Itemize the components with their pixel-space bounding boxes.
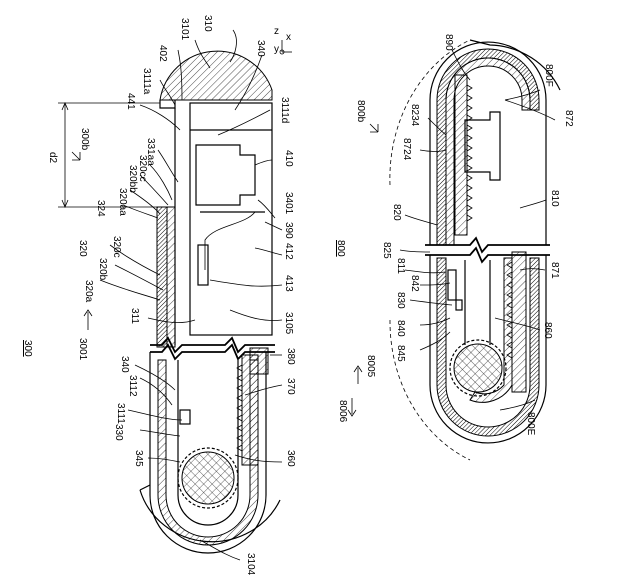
label-320bb: 320bb — [127, 165, 138, 193]
cover-310 — [159, 50, 273, 101]
label-300: 300 — [22, 340, 33, 357]
label-820: 820 — [391, 204, 402, 221]
label-3401: 3401 — [283, 192, 294, 215]
label-800E: 800E — [525, 412, 536, 436]
label-331aa: 331aa — [145, 138, 156, 166]
housing-810 — [429, 41, 547, 245]
label-320b: 320b — [97, 258, 108, 281]
leaders-300 — [99, 29, 283, 561]
break-line-800 — [425, 236, 550, 254]
display-320 — [156, 206, 168, 348]
label-3105: 3105 — [283, 312, 294, 335]
label-axis-x: x — [286, 32, 291, 43]
label-840: 840 — [395, 320, 406, 337]
camera-890 — [464, 111, 501, 181]
label-311: 311 — [129, 308, 140, 324]
label-3104: 3104 — [245, 553, 256, 576]
labels-300: 3101 310 402 340 3111a 441 3111d 300b 33… — [22, 15, 296, 576]
dimension-d2 — [58, 101, 160, 209]
label-370: 370 — [285, 378, 296, 395]
label-842: 842 — [409, 275, 420, 292]
label-410: 410 — [283, 150, 294, 167]
label-872: 872 — [563, 110, 574, 127]
outer-arc-3104 — [139, 489, 281, 543]
label-845: 845 — [395, 345, 406, 362]
axes-indicator — [279, 40, 292, 55]
label-800: 800 — [335, 240, 346, 257]
label-825: 825 — [381, 242, 392, 259]
label-360: 360 — [285, 450, 296, 467]
label-811: 811 — [395, 258, 406, 274]
label-810: 810 — [549, 190, 560, 207]
label-345: 345 — [133, 450, 144, 467]
label-3111a: 3111a — [141, 68, 152, 95]
leaders-800 — [399, 49, 556, 411]
label-800b: 800b — [355, 100, 366, 123]
label-340-mid: 340 — [119, 356, 130, 373]
label-axis-z: z — [274, 26, 279, 37]
housing-3105 — [189, 102, 273, 336]
arrows — [71, 123, 379, 417]
camera-410 — [195, 144, 256, 206]
label-390: 390 — [283, 222, 294, 239]
label-890: 890 — [443, 34, 454, 51]
label-8234: 8234 — [409, 104, 420, 127]
label-324: 324 — [95, 200, 106, 217]
label-8006: 8006 — [337, 400, 348, 423]
label-310: 310 — [202, 15, 213, 32]
device-300 — [139, 50, 281, 554]
label-860: 860 — [542, 322, 553, 339]
gear-360 — [181, 451, 235, 505]
label-320aa: 320aa — [117, 188, 128, 216]
label-axis-y: y — [274, 44, 279, 55]
label-320cc: 320cc — [137, 155, 148, 182]
label-340-top: 340 — [255, 40, 266, 57]
label-3111: 3111 — [115, 403, 126, 424]
labels-800: 890 800F 800b 8234 8724 872 810 820 800 … — [335, 34, 574, 436]
gear-860 — [453, 343, 503, 393]
label-300b: 300b — [79, 128, 90, 151]
break-line-300 — [150, 336, 275, 354]
device-800 — [389, 39, 561, 461]
label-d2: d2 — [47, 152, 58, 164]
label-3001: 3001 — [77, 338, 88, 361]
label-380: 380 — [285, 348, 296, 365]
label-320a: 320a — [83, 280, 94, 303]
label-412: 412 — [283, 243, 294, 260]
label-8724: 8724 — [401, 138, 412, 161]
label-413: 413 — [283, 275, 294, 292]
label-330: 330 — [113, 424, 124, 441]
label-3111d: 3111d — [279, 97, 290, 123]
label-441: 441 — [125, 93, 136, 110]
label-402: 402 — [157, 45, 168, 62]
label-320: 320 — [77, 240, 88, 257]
cable-412 — [204, 211, 256, 270]
label-3112: 3112 — [127, 375, 138, 397]
label-830: 830 — [395, 292, 406, 309]
label-800F: 800F — [543, 64, 554, 87]
label-871: 871 — [549, 262, 560, 279]
rack-871 — [511, 251, 527, 393]
label-320c: 320c — [111, 236, 122, 258]
label-3101: 3101 — [179, 18, 190, 41]
label-8005: 8005 — [365, 355, 376, 378]
